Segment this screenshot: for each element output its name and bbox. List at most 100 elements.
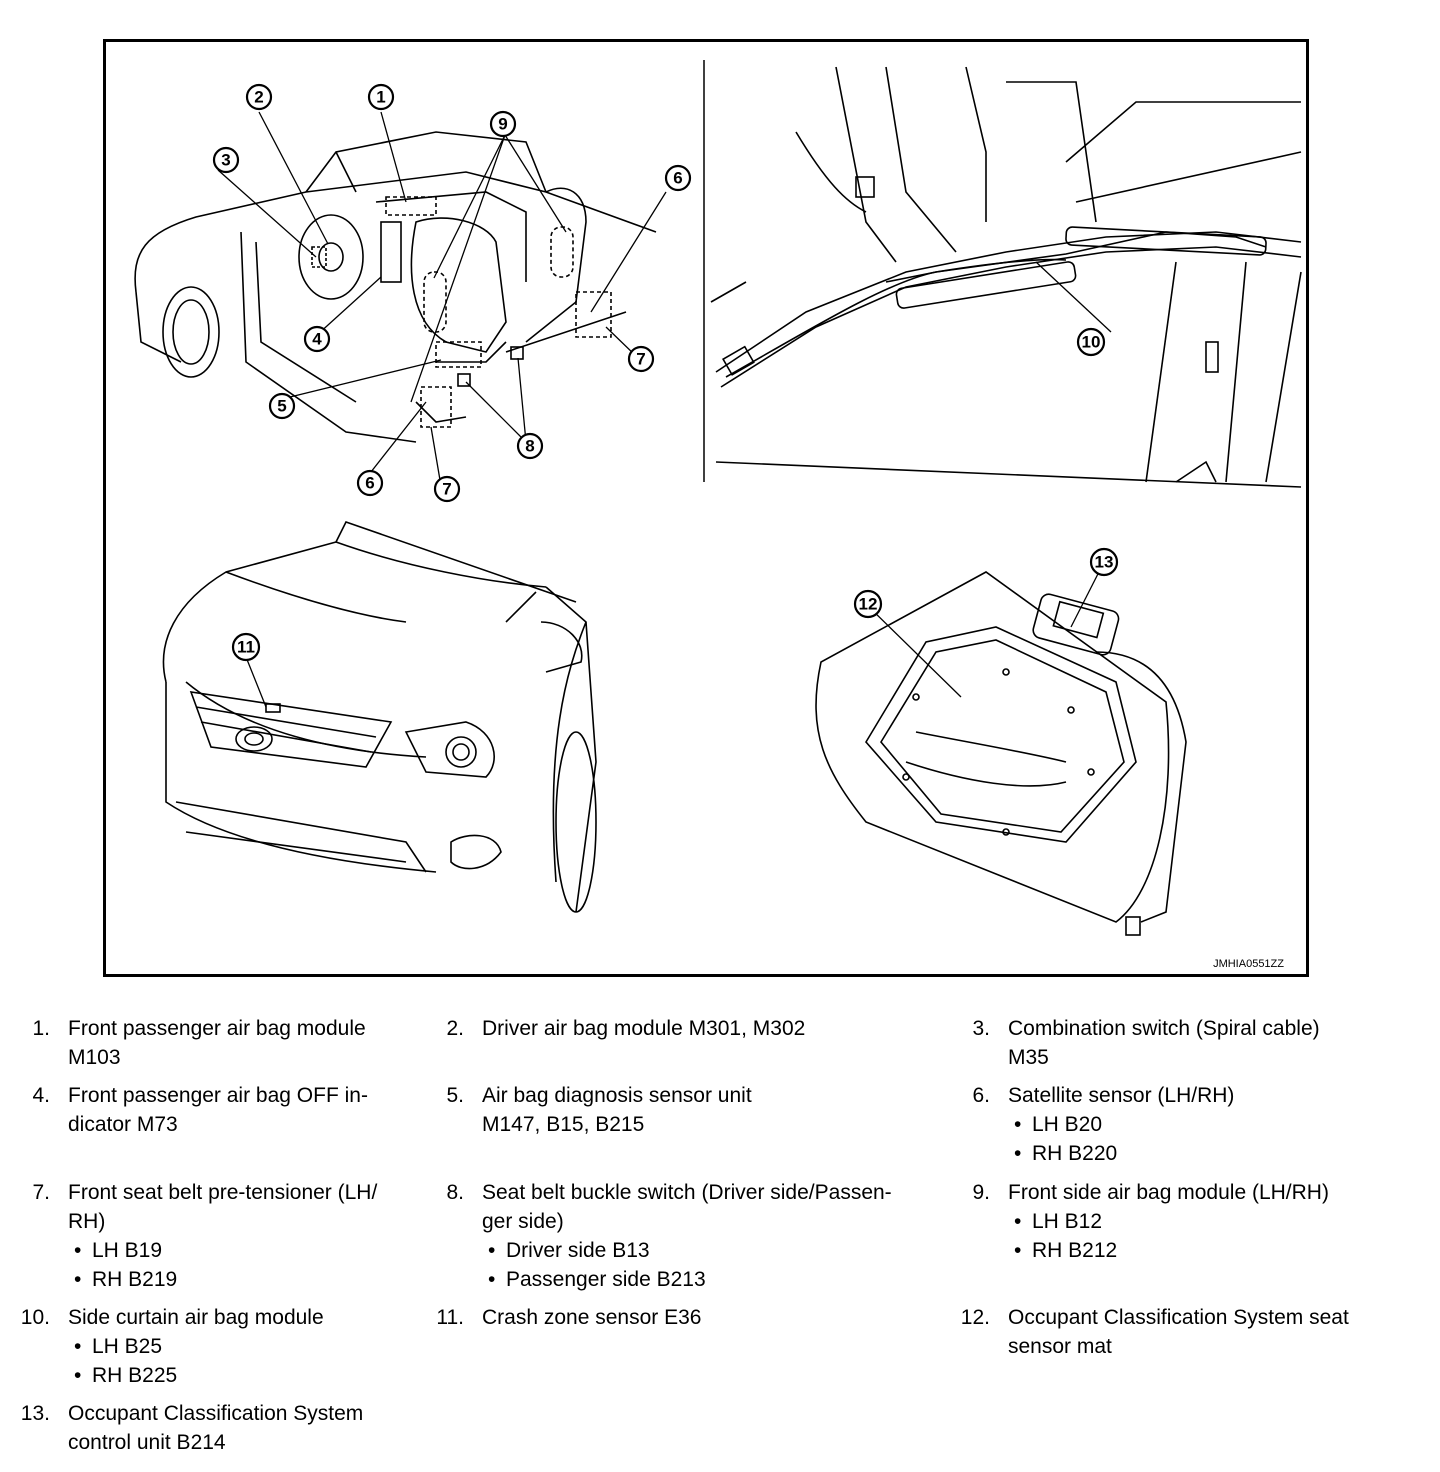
legend-item-subentry: • Passenger side B213 [482,1265,892,1294]
bullet: • [1014,1142,1022,1165]
legend-subentry-text: RH B212 [1032,1239,1118,1262]
leader-lines-interior [217,111,667,487]
legend-item-number: 5. [446,1084,464,1107]
svg-text:1: 1 [376,88,385,107]
legend-item-line: sensor mat [1008,1335,1112,1358]
legend-item-number: 2. [446,1017,464,1040]
legend-item-line: Front passenger air bag OFF in- [68,1084,368,1107]
legend-subentry-text: Passenger side B213 [506,1268,706,1291]
legend-item-line: Crash zone sensor E36 [482,1306,702,1329]
legend-item-text: Front seat belt pre-tensioner (LH/RH)•LH… [68,1178,377,1294]
legend-item-subentry: • LH B19 [68,1236,377,1265]
legend-item-number: 3. [972,1017,990,1040]
legend-item-subentry: • RH B212 [1008,1236,1329,1265]
legend-item-text: Combination switch (Spiral cable) M35 [1008,1014,1320,1072]
legend-subentry-text: RH B225 [92,1364,178,1387]
legend-item-number: 13. [20,1402,50,1425]
callout-3: 3 [212,146,240,174]
legend-item-line: Front passenger air bag module [68,1017,366,1040]
legend-item-line: Driver air bag module M301, M302 [482,1017,806,1040]
seat-sensor-mat-illustration [815,571,1187,936]
legend-item-text: Occupant Classification System control un… [68,1399,363,1457]
front-exterior-illustration [162,521,597,913]
legend-item-text: Crash zone sensor E36 [482,1303,701,1332]
legend-item-line: Occupant Classification System [68,1402,364,1425]
svg-text:2: 2 [254,88,263,107]
bullet: • [1014,1210,1022,1233]
legend-item-number: 7. [32,1181,50,1204]
callout-13: 13 [1089,547,1119,577]
callout-4: 4 [303,325,331,353]
legend-item-subentry: • RH B220 [1008,1139,1234,1168]
legend-item-line: dicator M73 [68,1113,178,1136]
bullet: • [74,1239,82,1262]
callout-9: 9 [489,110,517,138]
legend-item-line: Seat belt buckle switch (Driver side/Pas… [482,1181,892,1204]
bullet: • [1014,1113,1022,1136]
legend-item-line: Air bag diagnosis sensor unit [482,1084,752,1107]
side-curtain-illustration [710,66,1302,488]
legend-item-number: 12. [960,1306,990,1329]
legend-item-line: Satellite sensor (LH/RH) [1008,1084,1235,1107]
legend-item-line: M35 [1008,1046,1049,1069]
callout-7a: 7 [627,345,655,373]
svg-text:12: 12 [859,595,878,614]
legend-item-number: 6. [972,1084,990,1107]
legend-item-text: Front passenger air bag OFF in-dicator M… [68,1081,368,1139]
legend-item-subentry: •RH B219 [68,1265,377,1294]
bullet: • [74,1335,82,1358]
legend-subentry-text: LH B20 [1032,1113,1103,1136]
legend-subentry-text: Driver side B13 [506,1239,650,1262]
callout-11: 11 [231,632,261,662]
svg-text:5: 5 [277,397,286,416]
svg-text:3: 3 [221,151,230,170]
legend-item-subentry: • LH B20 [1008,1110,1234,1139]
svg-text:8: 8 [525,437,534,456]
leader-line-11 [245,656,267,708]
legend-subentry-text: RH B219 [92,1268,178,1291]
component-location-figure: 1 2 3 4 5 6 6 7 7 8 9 10 11 12 13 JMHIA0… [103,39,1309,977]
legend-item-text: Occupant Classification System seat senso… [1008,1303,1349,1361]
legend-item-subentry: •LH B12 [1008,1207,1329,1236]
callout-12: 12 [853,589,883,619]
legend-item-subentry: • LH B25 [68,1332,324,1361]
legend-subentry-text: LH B25 [92,1335,163,1358]
figure-code: JMHIA0551ZZ [1213,958,1284,970]
svg-text:7: 7 [636,350,645,369]
legend-item-line: control unit B214 [68,1431,226,1454]
legend-item-number: 8. [446,1181,464,1204]
legend-item-subentry: • Driver side B13 [482,1236,892,1265]
legend-item-line: Front seat belt pre-tensioner (LH/ [68,1181,378,1204]
callout-6b: 6 [356,469,384,497]
leader-line-12 [867,605,962,698]
bullet: • [1014,1239,1022,1262]
callout-6a: 6 [664,164,692,192]
legend-subentry-text: LH B19 [92,1239,163,1262]
legend-item-line: Front side air bag module (LH/RH) [1008,1181,1329,1204]
svg-text:10: 10 [1082,333,1101,352]
callout-2: 2 [245,83,273,111]
bullet: • [488,1239,496,1262]
legend-item-text: Seat belt buckle switch (Driver side/Pas… [482,1178,892,1294]
legend-subentry-text: RH B220 [1032,1142,1118,1165]
svg-text:4: 4 [312,330,322,349]
legend-item-number: 1. [32,1017,50,1040]
legend-item-line: M103 [68,1046,121,1069]
legend-item-number: 11. [436,1306,464,1329]
legend-item-line: Combination switch (Spiral cable) [1008,1017,1320,1040]
callout-8: 8 [516,432,544,460]
legend-item-line: Occupant Classification System seat [1008,1306,1349,1329]
legend-item-number: 9. [972,1181,990,1204]
legend-item-text: Driver air bag module M301, M302 [482,1014,805,1043]
interior-view-illustration [134,131,657,443]
legend-item-number: 10. [20,1306,50,1329]
svg-text:13: 13 [1095,553,1114,572]
figure-drawing: 1 2 3 4 5 6 6 7 7 8 9 10 11 12 13 [134,60,1302,936]
legend-item-subentry: •RH B225 [68,1361,324,1390]
legend-item-line: Side curtain air bag module [68,1306,324,1329]
bullet: • [488,1268,496,1291]
legend-item-line: ger side) [482,1210,564,1233]
